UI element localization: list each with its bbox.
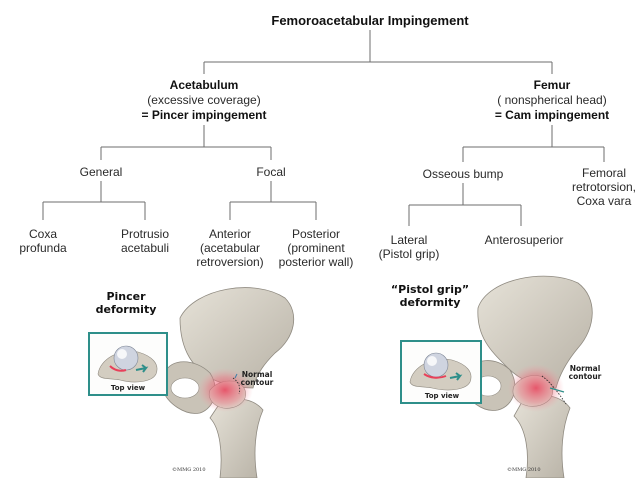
- femur-heading: Femur: [534, 78, 571, 92]
- right-top-view-inset: Top view: [400, 340, 482, 404]
- right-copyright: ©MMG 2010: [507, 463, 541, 477]
- femur-result: = Cam impingement: [495, 108, 609, 122]
- femur-subtitle: ( nonspherical head): [497, 93, 606, 107]
- right-normal-contour-label: Normal contour: [569, 365, 602, 381]
- left-top-view-inset: Top view: [88, 332, 168, 396]
- node-general: General: [80, 165, 123, 179]
- leaf-posterior: Posterior (prominent posterior wall): [279, 227, 354, 269]
- leaf-protrusio-acetabuli: Protrusio acetabuli: [121, 227, 169, 255]
- leaf-coxa-profunda: Coxa profunda: [19, 227, 66, 255]
- diagram-title: Femoroacetabular Impingement: [271, 14, 468, 28]
- leaf-anterior: Anterior (acetabular retroversion): [196, 227, 263, 269]
- left-top-view-label: Top view: [111, 384, 145, 392]
- node-focal: Focal: [256, 165, 285, 179]
- acetabulum-heading: Acetabulum: [170, 78, 239, 92]
- left-copyright: ©MMG 2010: [172, 463, 206, 477]
- right-top-view-label: Top view: [425, 392, 459, 400]
- node-osseous-bump: Osseous bump: [423, 167, 504, 181]
- leaf-lateral-pistol-grip: Lateral (Pistol grip): [379, 233, 440, 261]
- leaf-anterosuperior: Anterosuperior: [485, 233, 564, 247]
- left-normal-contour-label: Normal contour: [241, 371, 274, 387]
- pincer-deformity-title: Pincer deformity: [96, 290, 157, 316]
- acetabulum-result: = Pincer impingement: [141, 108, 266, 122]
- pistol-grip-deformity-title: “Pistol grip” deformity: [391, 283, 469, 309]
- node-femoral-retrotorsion: Femoral retrotorsion, Coxa vara: [572, 166, 636, 208]
- acetabulum-subtitle: (excessive coverage): [147, 93, 260, 107]
